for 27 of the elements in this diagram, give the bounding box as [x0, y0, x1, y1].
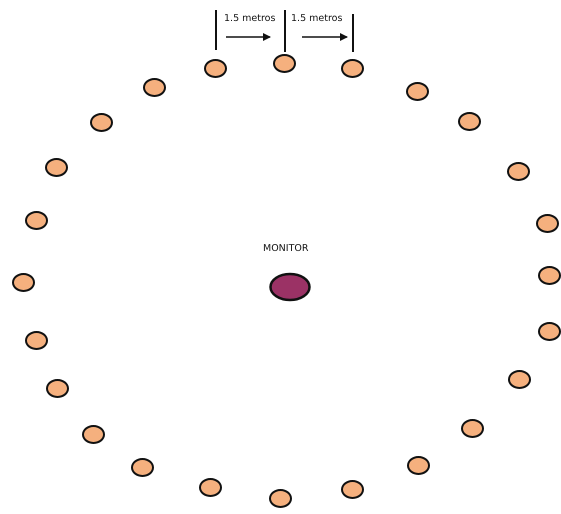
- position-marker: [538, 322, 561, 341]
- dimension-label: 1.5 metros: [224, 13, 276, 24]
- position-marker: [90, 113, 113, 132]
- position-marker: [143, 78, 166, 97]
- position-marker: [45, 158, 68, 177]
- position-marker: [273, 54, 296, 73]
- position-marker: [204, 59, 227, 78]
- position-marker: [25, 331, 48, 350]
- position-marker: [458, 112, 481, 131]
- position-marker: [406, 82, 429, 101]
- position-marker: [82, 425, 105, 444]
- position-marker: [538, 266, 561, 285]
- position-marker: [461, 419, 484, 438]
- dimension-label: 1.5 metros: [291, 13, 342, 24]
- position-marker: [507, 162, 530, 181]
- position-marker: [508, 370, 531, 389]
- node-label: MONITOR: [263, 243, 308, 254]
- position-marker: [25, 211, 48, 230]
- position-marker: [131, 458, 154, 477]
- position-marker: [269, 489, 292, 508]
- position-marker: [536, 214, 559, 233]
- position-marker: [407, 456, 430, 475]
- position-marker: [199, 478, 222, 497]
- position-marker: [12, 273, 35, 292]
- position-marker: [341, 480, 364, 499]
- position-marker: [46, 379, 69, 398]
- position-marker: [341, 59, 364, 78]
